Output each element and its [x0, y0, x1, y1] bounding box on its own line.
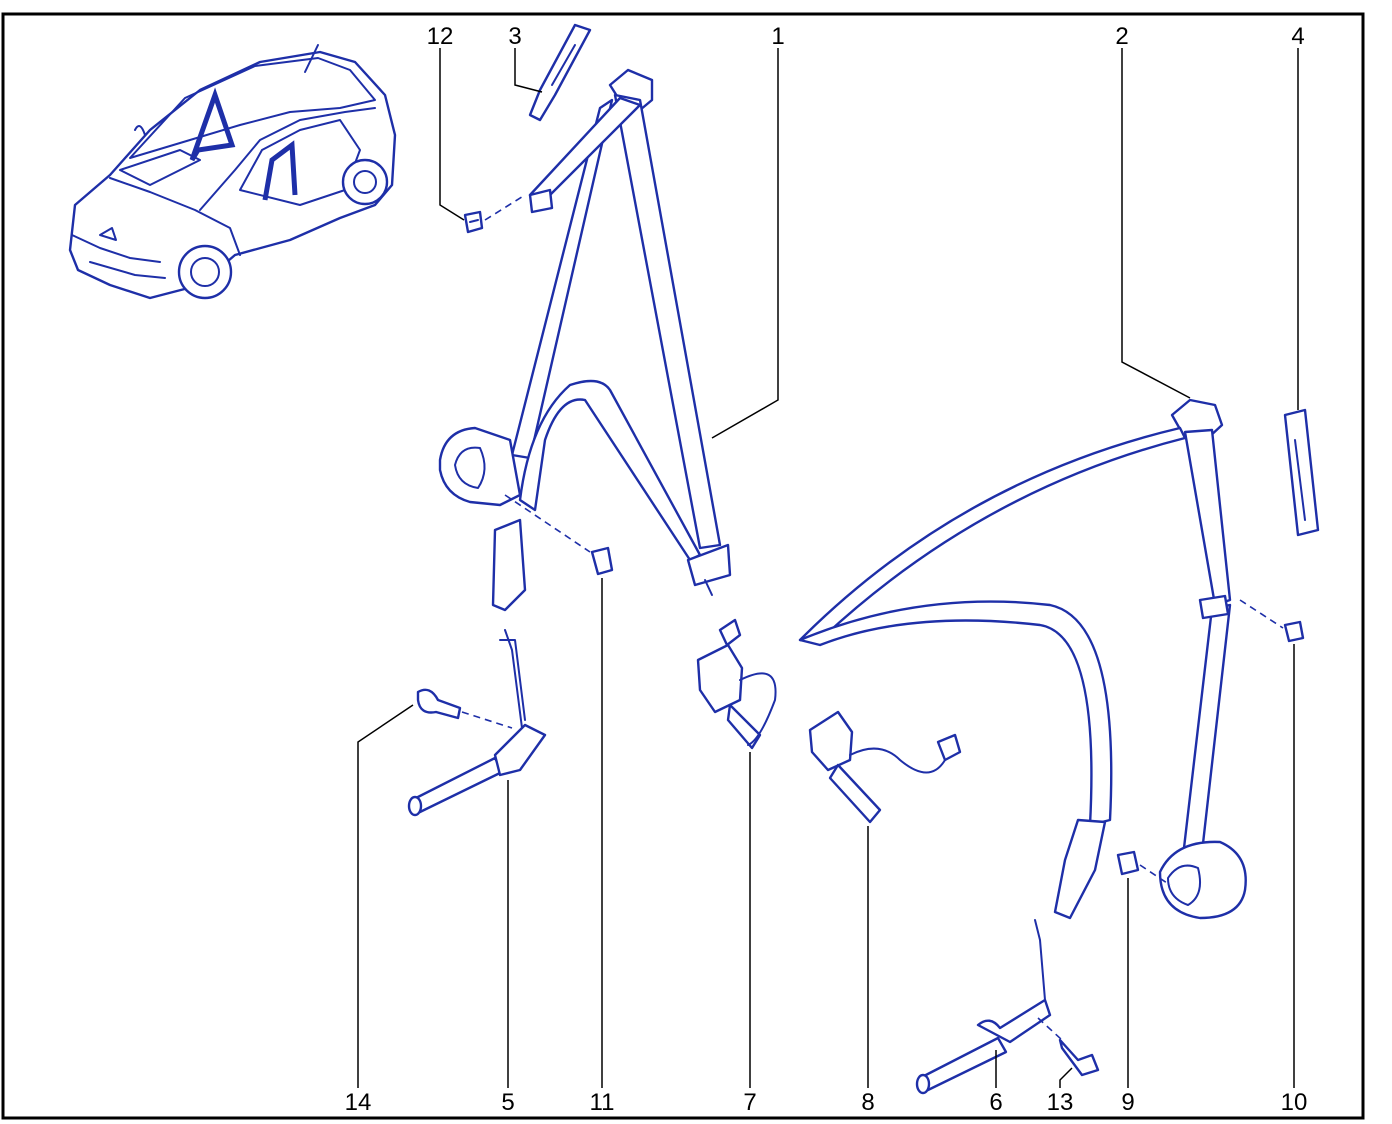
callout-7: 7 [743, 1089, 756, 1116]
part-5-pretensioner [407, 629, 547, 817]
part-4-height-adjuster [1283, 408, 1320, 537]
part-9-bolt [1116, 850, 1140, 876]
callout-3: 3 [508, 23, 521, 50]
dash-14 [461, 711, 513, 729]
leader-14 [357, 704, 414, 1088]
leader-12 [439, 48, 465, 221]
callout-6: 6 [989, 1089, 1002, 1116]
part-6-pretensioner [915, 919, 1052, 1095]
part-10-bolt [1283, 620, 1305, 643]
leader-3 [514, 48, 543, 93]
part-13-bolt [1058, 1038, 1100, 1077]
dash-12 [484, 194, 526, 221]
callout-11: 11 [590, 1089, 615, 1116]
callout-14: 14 [345, 1089, 372, 1116]
callout-9: 9 [1121, 1089, 1134, 1116]
leader-2 [1121, 48, 1191, 399]
diagram-frame [1, 12, 1365, 1120]
part-1-front-belt [438, 68, 732, 612]
part-14-bolt [416, 688, 462, 720]
callout-4: 4 [1291, 23, 1304, 50]
dash-10 [1239, 599, 1284, 629]
callout-13: 13 [1047, 1089, 1074, 1116]
callout-12: 12 [427, 23, 454, 50]
part-12-bolt [463, 210, 484, 234]
leader-13 [1059, 1067, 1073, 1088]
dash-13 [1037, 1017, 1063, 1041]
car-illustration [68, 44, 397, 300]
part-2-rear-belt [798, 398, 1247, 920]
part-7-buckle [696, 618, 777, 750]
dash-9 [1139, 864, 1171, 886]
part-8-buckle [808, 710, 962, 824]
dash-11 [504, 494, 591, 553]
callout-5: 5 [501, 1089, 514, 1116]
leader-1 [711, 48, 779, 439]
part-11-bolt [590, 546, 614, 576]
callout-8: 8 [861, 1089, 874, 1116]
callout-2: 2 [1115, 23, 1128, 50]
callout-1: 1 [771, 23, 784, 50]
callout-10: 10 [1281, 1089, 1308, 1116]
